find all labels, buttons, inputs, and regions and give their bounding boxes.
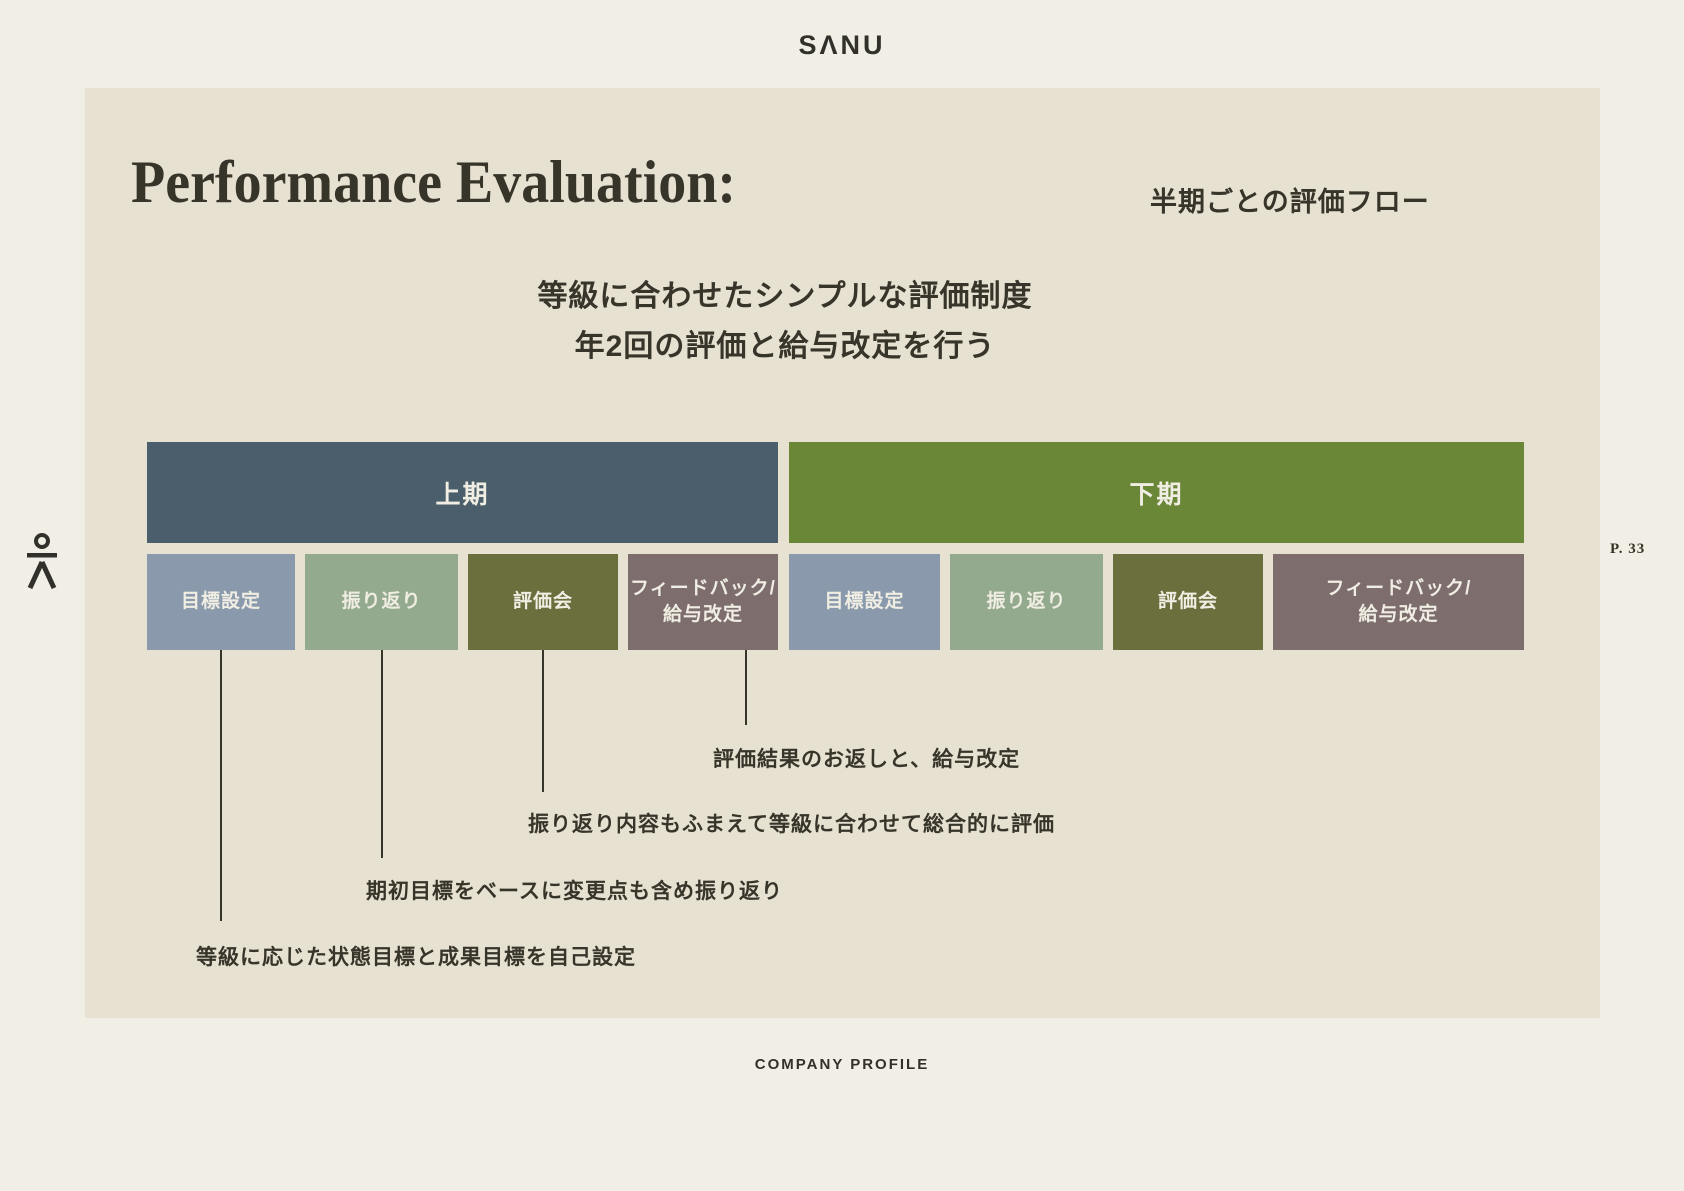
step-goal-setting-1: 目標設定 [147,554,295,650]
page-title: Performance Evaluation: [131,149,736,217]
step-evaluation-meeting-2: 評価会 [1113,554,1263,650]
step-evaluation-meeting-1: 評価会 [468,554,618,650]
step-review-1: 振り返り [305,554,458,650]
intro-text: 等級に合わせたシンプルな評価制度 年2回の評価と給与改定を行う [385,272,1185,372]
step-group-first-half: 目標設定 振り返り 評価会 フィードバック/ 給与改定 [147,554,778,650]
connector-line-goal-setting [220,650,222,921]
step-boxes-row: 目標設定 振り返り 評価会 フィードバック/ 給与改定 目標設定 振り返り 評価… [147,554,1524,650]
page-number: P. 33 [1610,541,1646,557]
annotation-feedback: 評価結果のお返しと、給与改定 [713,748,1021,771]
step-goal-setting-2: 目標設定 [789,554,940,650]
connector-line-evaluation [542,650,544,792]
period-bars: 上期 下期 [147,442,1524,543]
intro-line-1: 等級に合わせたシンプルな評価制度 [537,280,1033,313]
step-review-2: 振り返り [950,554,1103,650]
annotation-evaluation: 振り返り内容もふまえて等級に合わせて総合的に評価 [528,813,1055,836]
sanu-person-mark-icon [24,531,60,594]
intro-line-2: 年2回の評価と給与改定を行う [574,330,996,363]
annotation-goal-setting: 等級に応じた状態目標と成果目標を自己設定 [196,946,636,969]
period-bar-first-half: 上期 [147,442,778,543]
connector-line-review [381,650,383,858]
connector-line-feedback [745,650,747,725]
step-group-second-half: 目標設定 振り返り 評価会 フィードバック/ 給与改定 [789,554,1524,650]
sanu-logo: SΛNU [798,30,886,60]
content-panel [85,88,1600,1018]
step-feedback-salary-1: フィードバック/ 給与改定 [628,554,778,650]
subtitle-right: 半期ごとの評価フロー [1150,187,1430,217]
footer-company-profile: COMPANY PROFILE [754,1056,930,1073]
period-bar-second-half: 下期 [789,442,1524,543]
annotation-review: 期初目標をベースに変更点も含め振り返り [366,880,783,903]
step-feedback-salary-2: フィードバック/ 給与改定 [1273,554,1524,650]
